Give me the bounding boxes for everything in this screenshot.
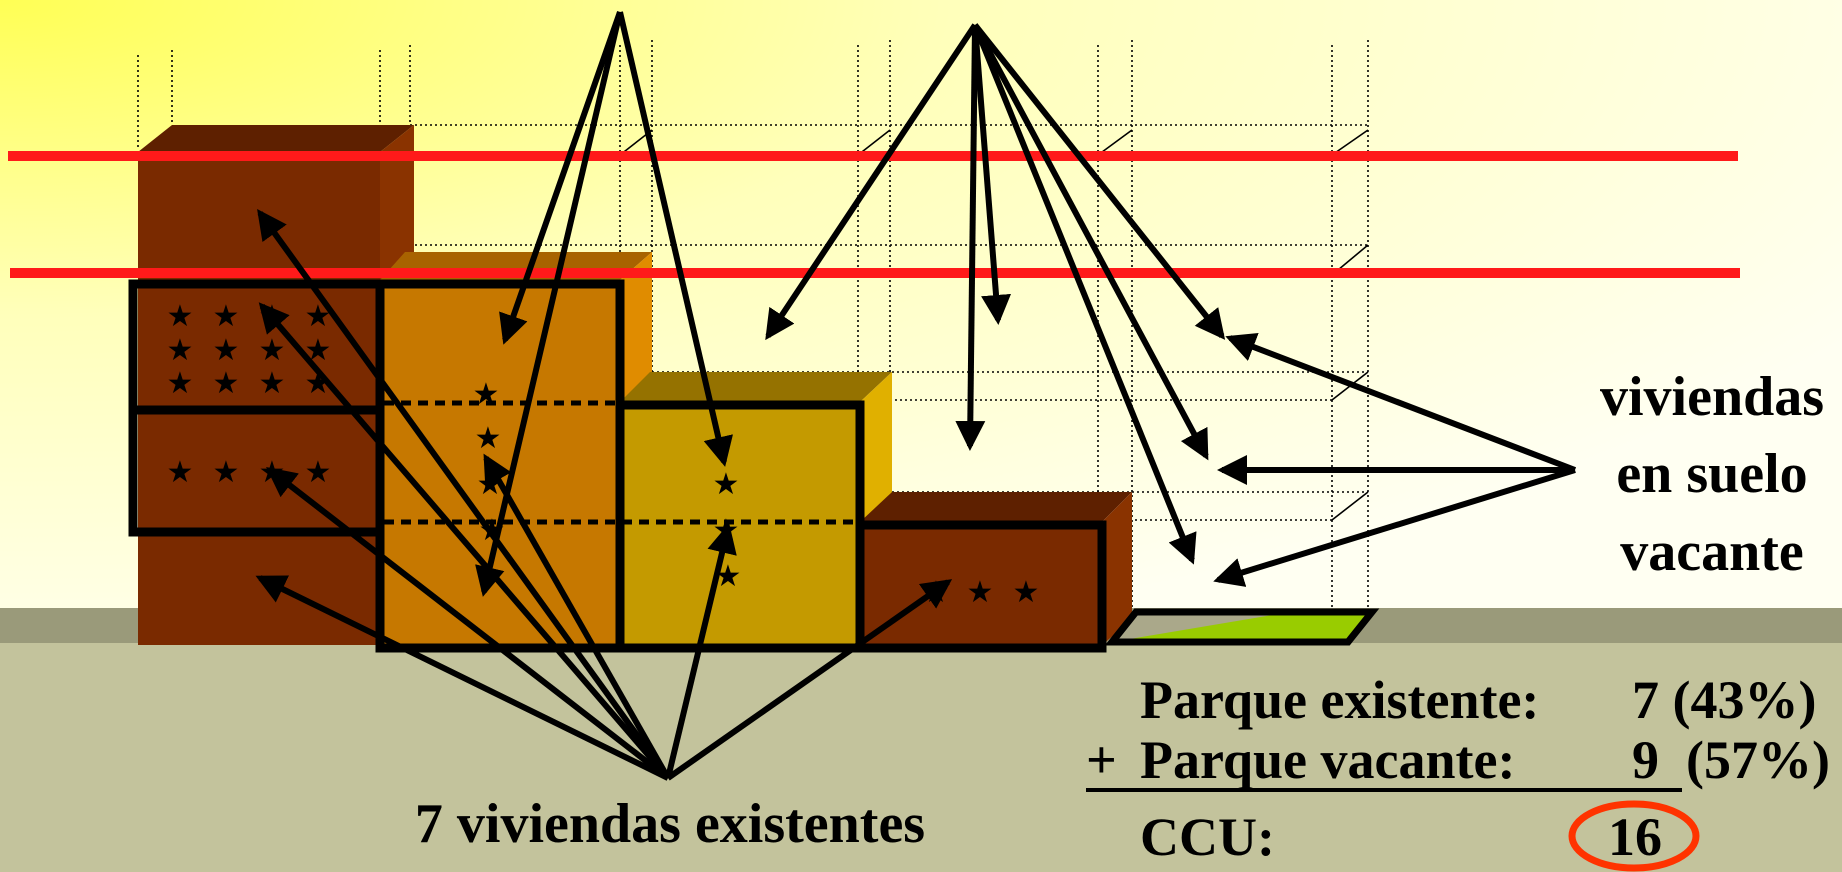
vacant-label-line-3: vacante: [1620, 521, 1804, 583]
existing-arrows: [255, 208, 953, 781]
vacant-label-line-2: en suelo: [1616, 443, 1807, 505]
star-icon: ★: [213, 366, 240, 401]
summary-row-vacant-label: Parque vacante:: [1140, 730, 1515, 790]
star-icon: ★: [713, 467, 740, 502]
star-icon: ★: [167, 299, 194, 334]
vacant-label-arrows: [1213, 332, 1577, 587]
vacant-label-line-1: viviendas: [1600, 366, 1824, 428]
summary-row-vacant-prefix: +: [1086, 730, 1130, 790]
star-icon: ★: [213, 333, 240, 368]
vacant-arrows-apex-right: [765, 23, 1226, 565]
summary-row-ccu-value: 16: [1608, 807, 1662, 867]
summary-box: Parque existente: 7 (43%) + Parque vacan…: [1086, 670, 1830, 872]
star-icon: ★: [475, 421, 502, 456]
summary-row-existing-label: Parque existente:: [1140, 670, 1539, 730]
star-icon: ★: [305, 455, 332, 490]
star-icon: ★: [259, 333, 286, 368]
star-icon: ★: [213, 455, 240, 490]
star-icon: ★: [213, 299, 240, 334]
existing-dwellings-label: 7 viviendas existentes: [415, 793, 925, 855]
star-icon: ★: [1013, 575, 1040, 610]
summary-row-vacant-value: 9: [1632, 730, 1659, 790]
star-icon: ★: [967, 575, 994, 610]
star-icon: ★: [167, 333, 194, 368]
star-icon: ★: [259, 366, 286, 401]
summary-row-vacant-percent: (57%): [1686, 730, 1830, 790]
vacant-land-label: viviendas en suelo vacante: [1600, 366, 1824, 583]
star-icon: ★: [167, 366, 194, 401]
star-icon: ★: [473, 377, 500, 412]
floor-dividers: [384, 400, 856, 525]
building-block-low: [860, 492, 1132, 645]
star-icon: ★: [167, 455, 194, 490]
building-block-gold: [620, 372, 892, 645]
vacant-arrows-apex-left: [475, 11, 733, 597]
vacant-plot: [1104, 608, 1380, 646]
summary-row-existing-value: 7 (43%): [1632, 670, 1816, 730]
ccu-highlight-ellipse: [1568, 800, 1700, 872]
summary-row-ccu-label: CCU:: [1140, 807, 1275, 867]
